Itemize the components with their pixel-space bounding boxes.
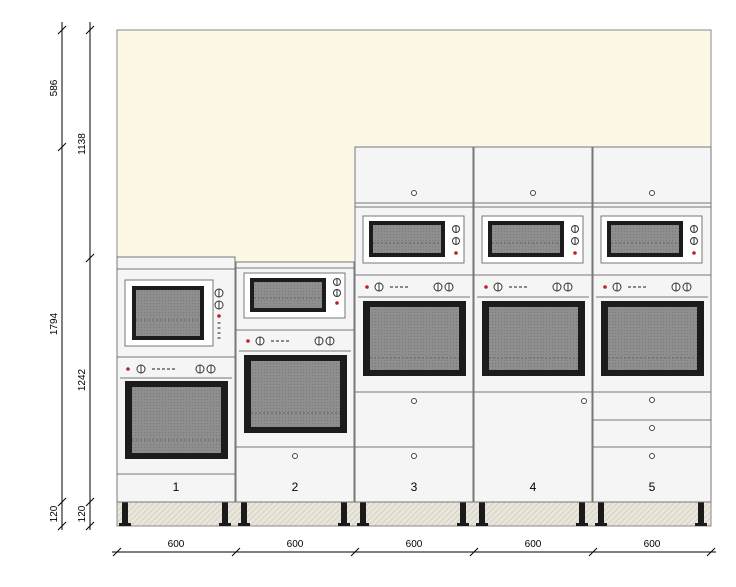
oven (596, 282, 708, 376)
plinth-leg (241, 502, 247, 524)
left-dimension-lines (57, 22, 95, 531)
microwave (124, 279, 224, 347)
plinth-leg-foot (576, 523, 588, 526)
dim-bottom-3: 600 (406, 539, 423, 550)
unit-number-2: 2 (292, 480, 299, 494)
plinth-leg (122, 502, 128, 524)
plinth-leg-foot (119, 523, 131, 526)
microwave (481, 215, 584, 264)
unit-3 (354, 146, 474, 503)
plinth-leg (698, 502, 704, 524)
plinth-leg-foot (338, 523, 350, 526)
plinth-leg (222, 502, 228, 524)
unit-number-1: 1 (173, 480, 180, 494)
dim-inner-1138: 1138 (77, 133, 88, 155)
dim-outer-120: 120 (49, 505, 60, 522)
dim-outer-586: 586 (49, 79, 60, 96)
microwave (600, 215, 703, 264)
plinth-leg (360, 502, 366, 524)
oven (477, 282, 589, 376)
unit-2 (235, 261, 355, 503)
dim-inner-1242: 1242 (77, 368, 88, 391)
dim-inner-120: 120 (77, 505, 88, 522)
unit-number-4: 4 (530, 480, 537, 494)
plinth-leg (598, 502, 604, 524)
bottom-dimension-line (112, 547, 716, 557)
plinth-leg-foot (476, 523, 488, 526)
microwave (362, 215, 465, 264)
oven (239, 336, 351, 433)
microwave (243, 272, 346, 319)
dim-bottom-2: 600 (287, 539, 304, 550)
dim-bottom-4: 600 (525, 539, 542, 550)
unit-number-3: 3 (411, 480, 418, 494)
oven (358, 282, 470, 376)
unit-number-5: 5 (649, 480, 656, 494)
oven (120, 364, 232, 459)
unit-1 (116, 256, 236, 503)
unit-5 (592, 146, 712, 503)
plinth (116, 501, 712, 527)
plinth-legs (119, 502, 707, 526)
plinth-leg (460, 502, 466, 524)
unit-4 (473, 146, 593, 503)
plinth-leg-foot (595, 523, 607, 526)
plinth-leg-foot (357, 523, 369, 526)
dim-outer-1794: 1794 (49, 312, 60, 335)
plinth-leg-foot (695, 523, 707, 526)
dim-bottom-1: 600 (168, 539, 185, 550)
plinth-leg-foot (457, 523, 469, 526)
plinth-leg (579, 502, 585, 524)
dim-bottom-5: 600 (644, 539, 661, 550)
plinth-leg (479, 502, 485, 524)
plinth-leg-foot (238, 523, 250, 526)
plinth-leg-foot (219, 523, 231, 526)
plinth-leg (341, 502, 347, 524)
